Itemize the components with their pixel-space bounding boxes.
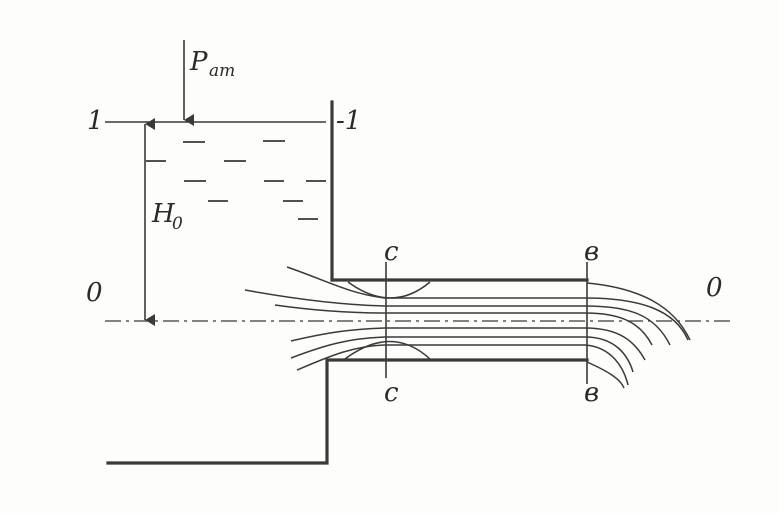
label-axis-left: 0 (86, 278, 103, 308)
label-section-c-top: с (384, 237, 399, 267)
tank-bottom-wall (106, 358, 589, 465)
streamlines (244, 266, 691, 389)
label-section-c-bottom: с (384, 378, 399, 408)
label-axis-right: 0 (706, 273, 723, 303)
label-head-sub: 0 (172, 214, 183, 234)
label-head: H (151, 199, 176, 229)
label-pressure-sub: ат (209, 61, 235, 81)
label-section-1-right: -1 (336, 106, 361, 136)
label-section-1-left: 1 (87, 106, 104, 136)
label-section-v-bottom: в (584, 378, 599, 408)
label-section-v-top: в (584, 237, 599, 267)
tank-right-wall (330, 100, 589, 282)
contraction-zone-top (347, 281, 431, 299)
label-pressure: P (189, 47, 208, 77)
water-dashes (146, 140, 326, 220)
contraction-zone-bottom (344, 340, 431, 360)
